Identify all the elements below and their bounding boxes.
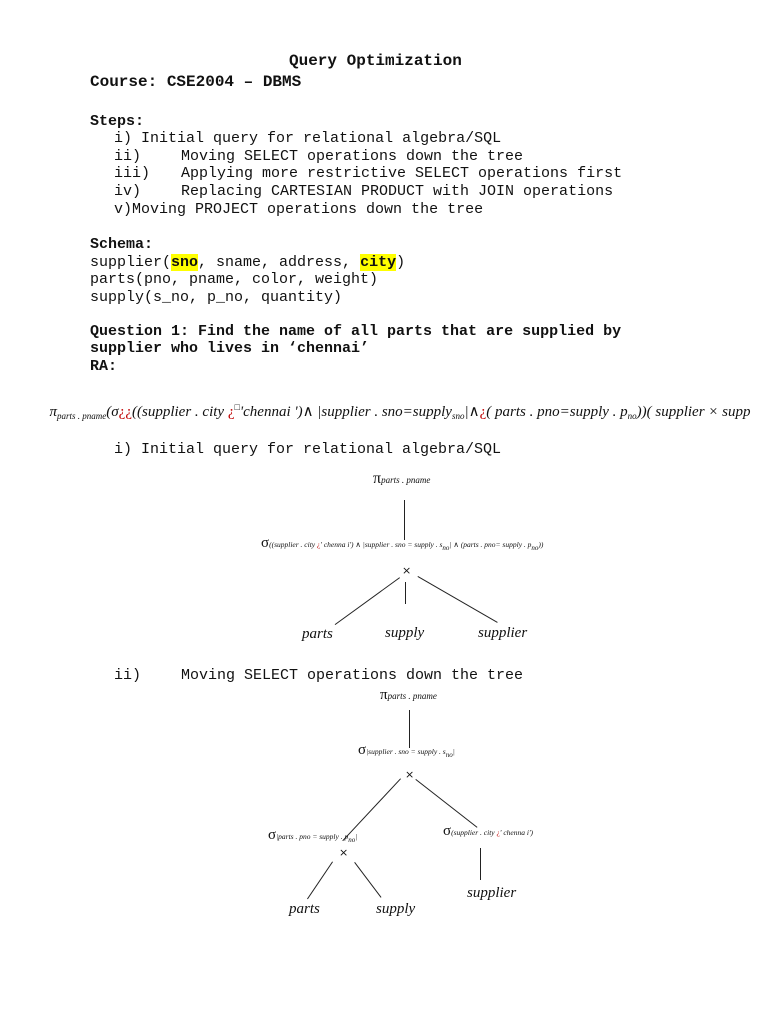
leaf-supply: supply (385, 625, 425, 641)
ra-label: RA: (90, 358, 118, 375)
leaf-parts: parts (289, 901, 320, 917)
tree-edge (404, 500, 406, 540)
schema-supplier: supplier(sno, sname, address, city) (90, 254, 406, 271)
page-title: Query Optimization (289, 52, 462, 70)
cross-product-node: × (402, 564, 412, 577)
step-text: Moving SELECT operations down the tree (181, 148, 524, 165)
steps-heading: Steps: (90, 113, 145, 130)
schema-supply: supply(s_no, p_no, quantity) (90, 289, 343, 306)
question-line-2: supplier who lives in ‘chennai’ (90, 340, 370, 357)
project-node: πparts . pname (380, 687, 437, 703)
question-line-1: Question 1: Find the name of all parts t… (90, 323, 622, 340)
section-2-num: ii) (114, 667, 142, 684)
select-node-city: σ(supplier . city ¿' chenna i') (443, 823, 534, 839)
tree-edge (334, 577, 400, 626)
step-text: Applying more restrictive SELECT operati… (181, 165, 623, 182)
project-node: πparts . pname (373, 470, 431, 487)
highlight-city: city (360, 254, 397, 271)
tree-edge (415, 779, 478, 828)
select-node-parts-supply: σ|parts . pno = supply . pno| (268, 827, 358, 844)
tree-edge (480, 848, 482, 880)
section-1-heading: i) Initial query for relational algebra/… (114, 441, 502, 458)
tree-edge (405, 582, 407, 604)
step-item: i) Initial query for relational algebra/… (114, 130, 502, 147)
leaf-supply: supply (376, 901, 416, 917)
section-2-heading: Moving SELECT operations down the tree (181, 667, 524, 684)
highlight-sno: sno (171, 254, 199, 271)
tree-edge (354, 862, 382, 898)
step-item: iv) (114, 183, 142, 200)
tree-edge (417, 576, 498, 624)
cross-product-node-left: × (339, 846, 349, 859)
step-item: v)Moving PROJECT operations down the tre… (114, 201, 484, 218)
step-item: iii) (114, 165, 151, 182)
select-node-join: σ|supplier . sno = supply . sno| (358, 742, 455, 759)
leaf-supplier: supplier (467, 885, 517, 901)
leaf-supplier: supplier (478, 625, 528, 641)
leaf-parts: parts (302, 626, 333, 642)
cross-product-node: × (405, 768, 415, 781)
tree-edge (306, 861, 333, 900)
tree-edge (409, 710, 411, 748)
course-title: Course: CSE2004 – DBMS (90, 73, 302, 91)
step-text: Replacing CARTESIAN PRODUCT with JOIN op… (181, 183, 614, 200)
select-node: σ((supplier . city ¿' chenna i') ∧ |supp… (261, 535, 544, 552)
schema-heading: Schema: (90, 236, 154, 253)
schema-parts: parts(pno, pname, color, weight) (90, 271, 379, 288)
ra-expression: πparts . pname(σ¿¿((supplier . city ¿□'c… (49, 402, 751, 421)
step-item: ii) (114, 148, 142, 165)
